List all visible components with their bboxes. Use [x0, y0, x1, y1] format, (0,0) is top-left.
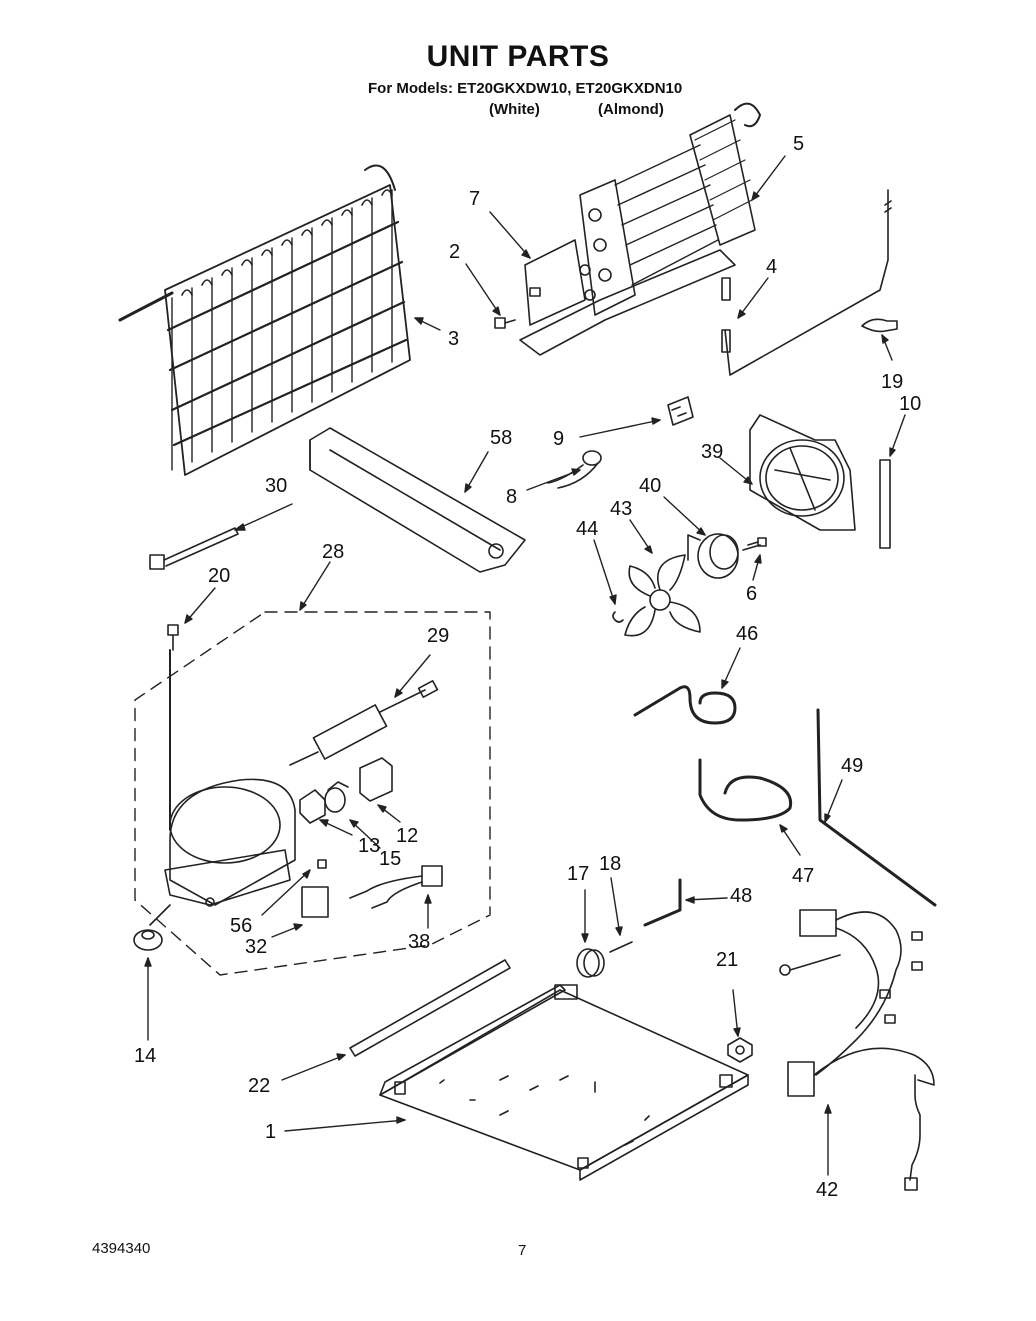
callout-2: 2: [449, 241, 460, 263]
callout-labels: 7 2 3 5 4 19 10 58 9 8 39 40 43 44 6 46 …: [134, 133, 921, 1201]
fan-blade-43: [624, 554, 701, 637]
tube-49: [816, 708, 937, 907]
callout-56: 56: [230, 915, 252, 937]
screw-20: [167, 624, 179, 651]
callout-8: 8: [506, 486, 517, 508]
callout-21: 21: [716, 949, 738, 971]
evaporator-assembly: [519, 102, 761, 356]
callout-22: 22: [248, 1075, 270, 1097]
clip-44: [612, 611, 624, 623]
bracket-9: [667, 396, 694, 426]
callout-32: 32: [245, 936, 267, 958]
callout-28: 28: [322, 541, 344, 563]
tubing-46: [633, 685, 737, 725]
rail-22: [349, 959, 511, 1057]
callout-20: 20: [208, 565, 230, 587]
callout-13: 13: [358, 835, 380, 857]
grommet-8: [547, 450, 602, 489]
callout-7: 7: [469, 188, 480, 210]
callout-49: 49: [841, 755, 863, 777]
wire-harness-42: [779, 909, 935, 1191]
callout-10: 10: [899, 393, 921, 415]
clip-56: [317, 859, 327, 869]
callout-15: 15: [379, 848, 401, 870]
compressor-group-outline: [134, 611, 491, 976]
callout-39: 39: [701, 441, 723, 463]
wheel-17: [576, 948, 605, 978]
callout-48: 48: [730, 885, 752, 907]
leader-lines: [144, 155, 906, 1176]
mount-14: [133, 904, 171, 951]
relay-13: [299, 789, 326, 824]
relay-12: [359, 757, 393, 802]
callout-3: 3: [448, 328, 459, 350]
screw-6: [747, 537, 767, 547]
condenser-coil: [118, 164, 411, 476]
drier-29: [289, 680, 439, 766]
nut-21: [727, 1037, 753, 1063]
callout-1: 1: [265, 1121, 276, 1143]
callout-43: 43: [610, 498, 632, 520]
callout-6: 6: [746, 583, 757, 605]
tie-strap-30: [149, 527, 239, 570]
page-number: 7: [518, 1242, 527, 1259]
callout-38: 38: [408, 931, 430, 953]
compressor: [164, 649, 296, 907]
drain-trough-58: [309, 427, 526, 573]
clip-19: [861, 318, 898, 333]
callout-4: 4: [766, 256, 777, 278]
fan-motor-40: [687, 533, 761, 579]
callout-19: 19: [881, 371, 903, 393]
models-line: For Models: ET20GKXDW10, ET20GKXDN10: [368, 80, 683, 97]
tubing-47: [698, 758, 793, 822]
callout-40: 40: [639, 475, 661, 497]
tube-48: [643, 878, 682, 927]
color-almond-label: (Almond): [598, 101, 664, 118]
screw-2: [494, 317, 516, 329]
callout-29: 29: [427, 625, 449, 647]
defrost-wire-4: [721, 189, 892, 376]
callout-30: 30: [265, 475, 287, 497]
document-number: 4394340: [92, 1240, 151, 1257]
gasket-strip-10: [879, 459, 891, 549]
color-white-label: (White): [489, 101, 540, 118]
callout-47: 47: [792, 865, 814, 887]
callout-44: 44: [576, 518, 598, 540]
fan-shroud-39: [749, 414, 856, 531]
callout-9: 9: [553, 428, 564, 450]
axle-18: [609, 941, 633, 953]
overload-15: [324, 781, 349, 813]
base-pan-1: [379, 984, 749, 1181]
wiring-38: [349, 865, 443, 909]
callout-42: 42: [816, 1179, 838, 1201]
callout-14: 14: [134, 1045, 156, 1067]
callout-12: 12: [396, 825, 418, 847]
callout-17: 17: [567, 863, 589, 885]
callout-58: 58: [490, 427, 512, 449]
callout-5: 5: [793, 133, 804, 155]
page-title: UNIT PARTS: [426, 40, 610, 73]
callout-46: 46: [736, 623, 758, 645]
callout-18: 18: [599, 853, 621, 875]
capacitor-32: [301, 886, 329, 918]
